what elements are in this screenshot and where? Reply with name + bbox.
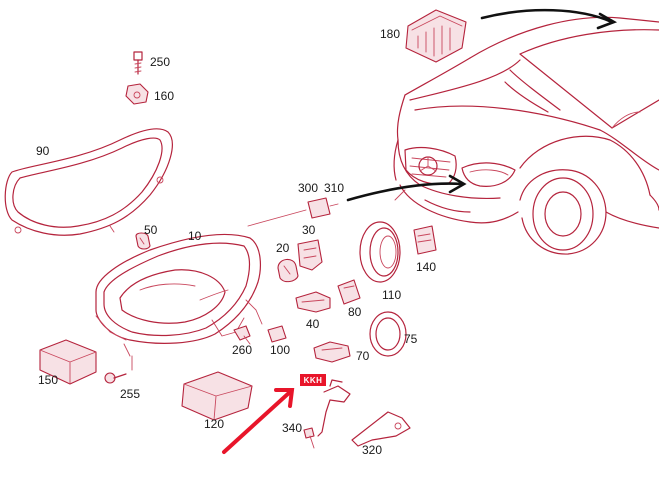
- label-10: 10: [188, 229, 202, 243]
- part-50-bulb: [135, 232, 151, 250]
- arrow-180-head: [596, 12, 618, 30]
- part-110-cap: [359, 221, 401, 283]
- highlight-badge: [300, 374, 326, 386]
- highlight-arrow-head: [274, 388, 295, 408]
- label-50: 50: [144, 223, 158, 237]
- part-75-seal: [369, 311, 407, 357]
- label-40: 40: [306, 317, 320, 331]
- label-300: 300: [298, 181, 318, 195]
- highlight-arrow: [222, 390, 292, 454]
- part-bracket-340: [317, 379, 351, 437]
- part-70-bulb: [313, 341, 351, 363]
- part-340-screw: [303, 427, 315, 449]
- part-150-module: [39, 339, 97, 385]
- label-120: 120: [204, 417, 224, 431]
- part-255-screw: [104, 372, 127, 384]
- part-80-holder: [337, 279, 361, 305]
- car-illustration: [393, 16, 659, 255]
- label-150: 150: [38, 373, 58, 387]
- label-100: 100: [270, 343, 290, 357]
- label-310: 310: [324, 181, 344, 195]
- part-260-screw: [233, 325, 251, 345]
- label-80: 80: [348, 305, 362, 319]
- part-30-socket: [297, 239, 323, 271]
- arrow-300-head: [448, 174, 467, 194]
- part-160-bracket: [125, 83, 149, 105]
- label-160: 160: [154, 89, 174, 103]
- part-40-bulb: [295, 291, 331, 313]
- label-75: 75: [404, 332, 418, 346]
- part-180-module: [405, 9, 467, 63]
- part-90-lens-cover: [4, 128, 173, 236]
- part-120-ballast: [181, 371, 253, 421]
- arrow-180-to-car: [480, 8, 614, 24]
- label-70: 70: [356, 349, 370, 363]
- part-320-bracket: [351, 411, 411, 447]
- label-340: 340: [282, 421, 302, 435]
- highlight-badge-text: KKH: [304, 376, 323, 385]
- label-110: 110: [382, 288, 401, 302]
- label-20: 20: [276, 241, 290, 255]
- label-140: 140: [416, 260, 436, 274]
- part-250-screw: [133, 51, 143, 75]
- label-255: 255: [120, 387, 140, 401]
- label-180: 180: [380, 27, 400, 41]
- part-300-connector: [307, 197, 339, 219]
- part-140-module: [413, 225, 437, 255]
- label-30: 30: [302, 223, 316, 237]
- part-20-bulb: [277, 258, 299, 283]
- label-320: 320: [362, 443, 382, 457]
- arrow-300-to-car: [346, 182, 464, 202]
- label-260: 260: [232, 343, 252, 357]
- label-250: 250: [150, 55, 170, 69]
- part-100-bulb: [267, 325, 287, 343]
- part-10-headlamp: [95, 209, 307, 371]
- label-90: 90: [36, 144, 50, 158]
